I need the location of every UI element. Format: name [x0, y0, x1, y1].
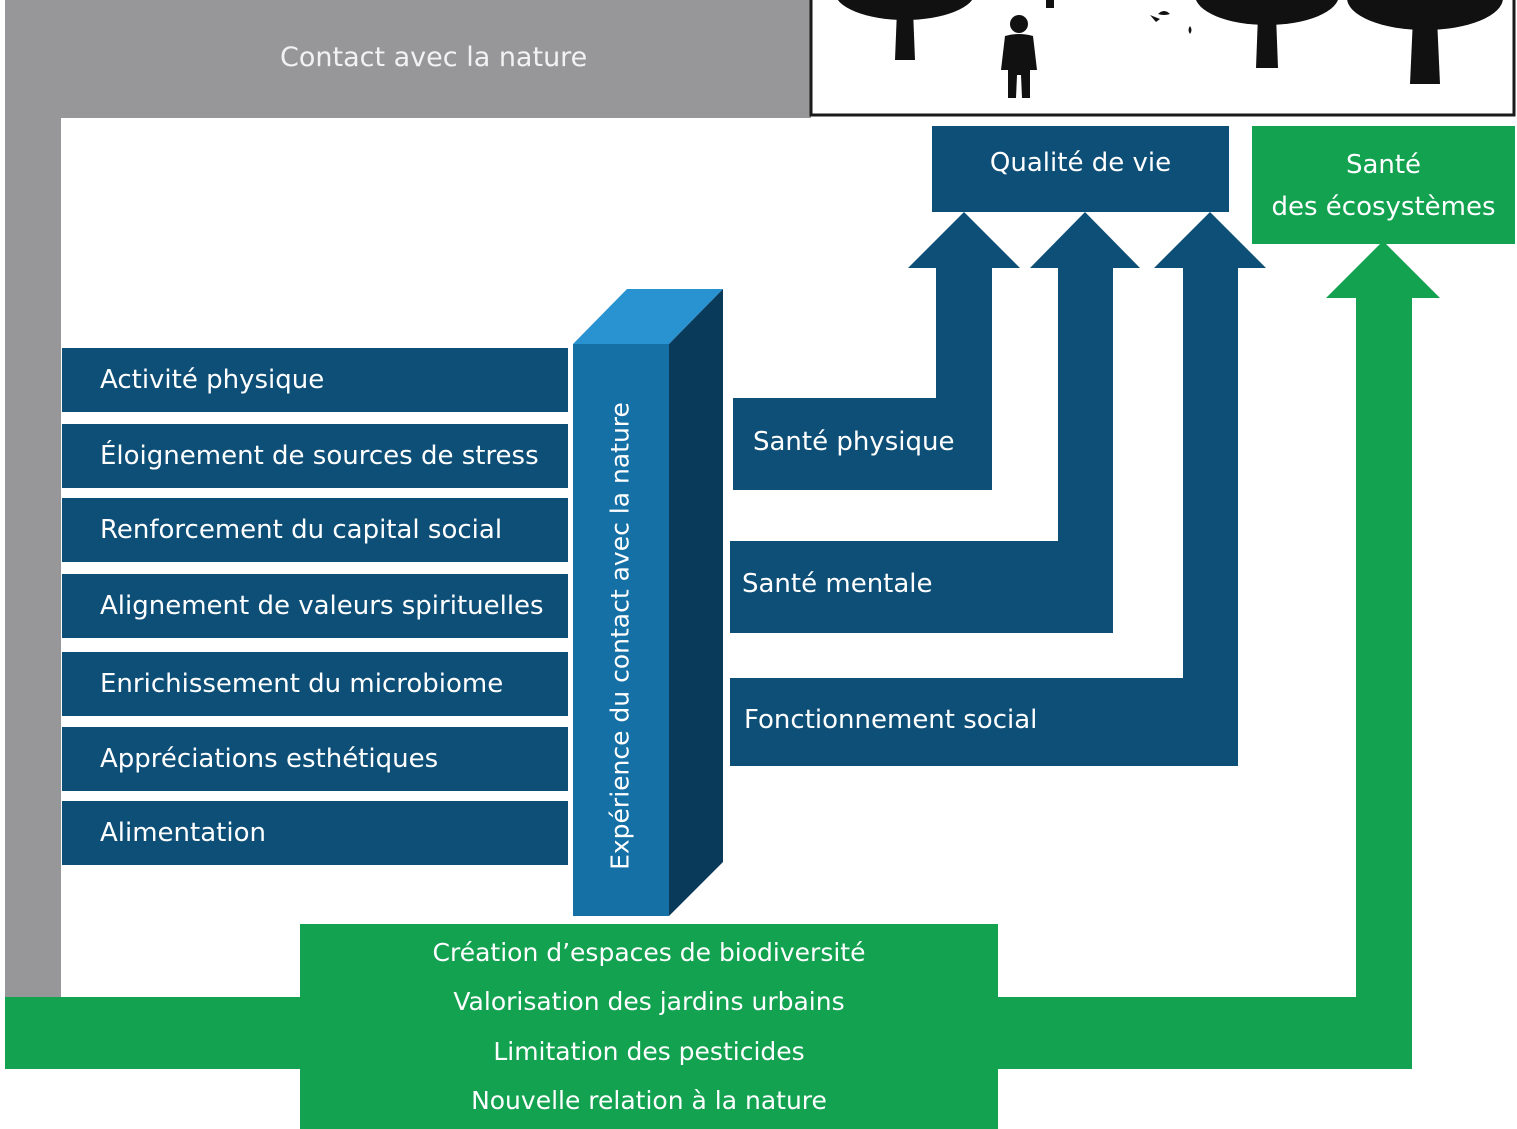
tree-icon [1196, 0, 1338, 68]
pillar-top [573, 289, 723, 344]
tree-icon [1347, 0, 1503, 84]
bird-icon [1150, 11, 1192, 34]
ecosystem-health-line1: Santé [1345, 150, 1422, 180]
nature-contact-label: Contact avec la nature [280, 42, 588, 73]
outcome-label-physical: Santé physique [753, 427, 955, 457]
post-icon [1046, 0, 1054, 8]
arrow-mental [730, 212, 1140, 633]
factor-box: Éloignement de sources de stress [62, 424, 568, 488]
ecosystem-box [1252, 126, 1515, 244]
person-icon [1001, 15, 1037, 98]
pillar-front [573, 344, 669, 916]
factor-box: Enrichissement du microbiome [62, 652, 568, 716]
tree-icon [837, 0, 973, 60]
grey-frame-left [5, 0, 61, 1000]
green-arrow-shaft [1356, 296, 1412, 1069]
action-item: Limitation des pesticides [493, 1036, 805, 1066]
factor-box: Alimentation [62, 801, 568, 865]
outcome-label-social: Fonctionnement social [744, 705, 1038, 735]
pillar-side [669, 289, 723, 916]
factor-box: Activité physique [62, 348, 568, 412]
ecosystem-health-line2: des écosystèmes [1271, 192, 1496, 222]
arrow-physical [733, 212, 1020, 490]
grey-frame-top [5, 0, 811, 118]
green-arrow-head [1326, 241, 1440, 298]
factor-box: Alignement de valeurs spirituelles [62, 574, 568, 638]
quality-box [932, 126, 1229, 212]
actions-list: Création d’espaces de biodiversité Valor… [300, 924, 998, 1129]
pillar-label: Expérience du contact avec la nature [605, 402, 635, 870]
nature-illustration [809, 0, 1516, 117]
ecosystem-health-label: Santé des écosystèmes [1252, 144, 1515, 228]
actions-box [300, 924, 998, 1129]
action-item: Création d’espaces de biodiversité [432, 938, 866, 968]
arrow-social [730, 212, 1266, 766]
action-item: Nouvelle relation à la nature [471, 1085, 827, 1115]
action-item: Valorisation des jardins urbains [453, 987, 845, 1017]
factor-box: Renforcement du capital social [62, 498, 568, 562]
quality-of-life-label: Qualité de vie [989, 148, 1172, 178]
outcome-label-mental: Santé mentale [742, 569, 933, 599]
factor-box: Appréciations esthétiques [62, 727, 568, 791]
